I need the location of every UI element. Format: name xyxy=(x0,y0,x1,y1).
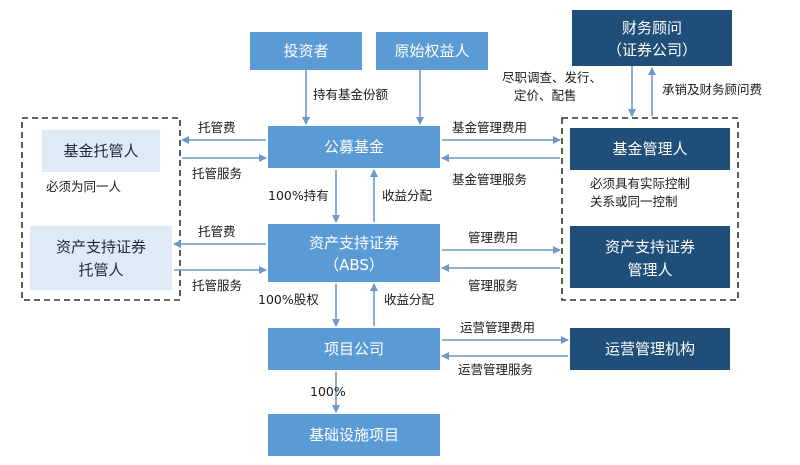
abs-node xyxy=(268,224,440,282)
abs-manager-node xyxy=(570,226,730,288)
abs-manager-label-2: 管理人 xyxy=(627,261,672,279)
income-dist-2-label: 收益分配 xyxy=(384,292,435,307)
custody-fee-2-label: 托管费 xyxy=(198,224,236,239)
pct-100-label: 100% xyxy=(310,384,346,399)
operation-agency-label: 运营管理机构 xyxy=(605,340,695,358)
control-note-2: 关系或同一控制 xyxy=(590,194,678,209)
fund-custodian-node xyxy=(42,130,160,172)
custody-fee-1-label: 托管费 xyxy=(198,120,236,135)
infrastructure-node xyxy=(268,414,440,456)
control-note-1: 必须具有实际控制 xyxy=(590,176,690,191)
income-dist-1-label: 收益分配 xyxy=(382,188,433,203)
public-fund-node xyxy=(268,126,440,168)
mgmt-fee-label: 管理费用 xyxy=(468,230,518,245)
abs-label-2: （ABS） xyxy=(324,256,384,274)
underwriting-label: 承销及财务顾问费 xyxy=(662,82,762,97)
due-diligence-label-2: 定价、配售 xyxy=(514,88,577,103)
hold-fund-shares-label: 持有基金份额 xyxy=(313,87,389,102)
due-diligence-label-1: 尽职调查、发行、 xyxy=(502,70,602,85)
equity-100-label: 100%股权 xyxy=(258,292,319,307)
abs-label-1: 资产支持证券 xyxy=(309,234,399,252)
investor-label: 投资者 xyxy=(283,42,328,60)
infrastructure-label: 基础设施项目 xyxy=(309,426,399,444)
mgmt-service-label: 管理服务 xyxy=(468,278,518,293)
original-holder-node xyxy=(376,32,488,70)
abs-manager-label-1: 资产支持证券 xyxy=(605,238,695,256)
hold-100-label: 100%持有 xyxy=(268,188,329,203)
fund-manager-label: 基金管理人 xyxy=(612,140,687,158)
manager-group-box xyxy=(561,117,739,301)
same-entity-note: 必须为同一人 xyxy=(46,179,122,194)
project-company-node xyxy=(268,328,440,370)
operation-agency-node xyxy=(570,328,730,370)
abs-custodian-label-1: 资产支持证券 xyxy=(56,238,146,256)
project-company-label: 项目公司 xyxy=(324,340,384,358)
abs-custodian-label-2: 托管人 xyxy=(78,261,123,279)
op-mgmt-service-label: 运营管理服务 xyxy=(458,362,533,377)
abs-custodian-node xyxy=(30,226,172,290)
financial-advisor-label-2: （证券公司） xyxy=(607,41,697,59)
financial-advisor-node xyxy=(572,10,732,66)
fund-mgmt-service-label: 基金管理服务 xyxy=(452,172,527,187)
custody-service-2-label: 托管服务 xyxy=(192,278,242,293)
fund-manager-node xyxy=(570,128,730,170)
op-mgmt-fee-label: 运营管理费用 xyxy=(460,320,535,335)
fund-mgmt-fee-label: 基金管理费用 xyxy=(452,120,527,135)
original-holder-label: 原始权益人 xyxy=(394,42,469,60)
public-fund-label: 公募基金 xyxy=(324,138,384,156)
financial-advisor-label-1: 财务顾问 xyxy=(622,19,682,37)
fund-custodian-label: 基金托管人 xyxy=(63,142,138,160)
custody-service-1-label: 托管服务 xyxy=(192,166,242,181)
investor-node xyxy=(250,32,362,70)
